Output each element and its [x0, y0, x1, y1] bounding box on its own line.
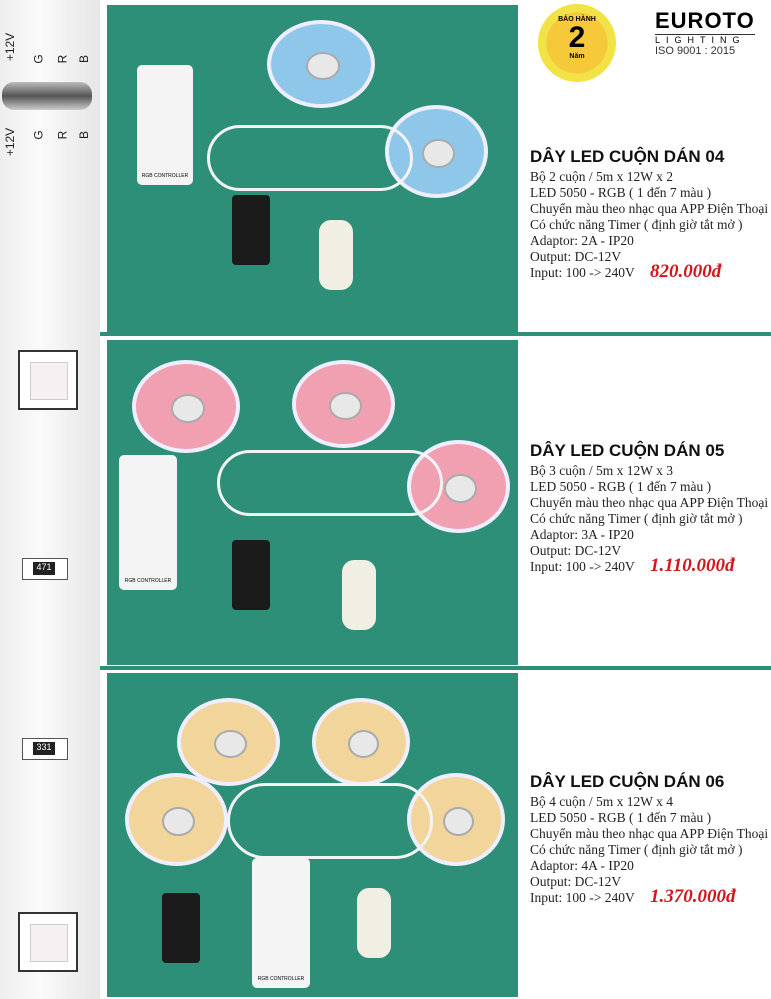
spec-line: LED 5050 - RGB ( 1 đến 7 màu ) [530, 479, 712, 494]
spec-line: Input: 100 -> 240V [530, 890, 635, 905]
label-b-2: B [77, 130, 92, 140]
cable [217, 450, 443, 516]
led-strip-image: +12V G R B +12V G R B 471 331 [0, 0, 100, 999]
spec-line: Adaptor: 3A - IP20 [530, 527, 634, 542]
led-reel [132, 360, 240, 453]
led-chip [18, 912, 78, 972]
solder-pads [2, 82, 92, 110]
label-g-2: G [31, 130, 46, 140]
led-reel [267, 20, 375, 108]
price: 1.370.000đ [650, 886, 736, 907]
led-chip [18, 350, 78, 410]
spec-line: Adaptor: 4A - IP20 [530, 858, 634, 873]
led-reel [292, 360, 395, 448]
spec-line: Có chức năng Timer ( định giờ tắt mở ) [530, 511, 743, 526]
product-image-04: RGB CONTROLLER [107, 5, 518, 332]
price: 820.000đ [650, 261, 722, 282]
product-info-04: DÂY LED CUỘN DÁN 04 Bộ 2 cuộn / 5m x 12W… [530, 147, 769, 282]
spec-line: Chuyển màu theo nhạc qua APP Điện Thoại [530, 495, 769, 510]
cable [227, 783, 433, 859]
led-reel [177, 698, 280, 786]
product-title: DÂY LED CUỘN DÁN 06 [530, 772, 725, 791]
remote-control: RGB CONTROLLER [119, 455, 177, 590]
spec-line: Có chức năng Timer ( định giờ tắt mở ) [530, 842, 743, 857]
music-controller [357, 888, 391, 958]
product-image-05: RGB CONTROLLER [107, 340, 518, 665]
spec-line: Bộ 4 cuộn / 5m x 12W x 4 [530, 794, 673, 809]
price: 1.110.000đ [650, 555, 735, 576]
spec-line: Output: DC-12V [530, 249, 622, 264]
resistor: 471 [22, 558, 68, 580]
divider [100, 666, 771, 670]
product-title: DÂY LED CUỘN DÁN 04 [530, 147, 725, 166]
spec-line: LED 5050 - RGB ( 1 đến 7 màu ) [530, 185, 712, 200]
label-12v: +12V [3, 32, 18, 62]
spec-line: Adaptor: 2A - IP20 [530, 233, 634, 248]
cable [207, 125, 413, 191]
power-adapter [162, 893, 200, 963]
led-reel [312, 698, 410, 786]
power-adapter [232, 540, 270, 610]
label-r-2: R [55, 130, 70, 140]
label-g: G [31, 54, 46, 64]
remote-control: RGB CONTROLLER [137, 65, 193, 185]
spec-line: Bộ 2 cuộn / 5m x 12W x 2 [530, 169, 673, 184]
spec-line: Chuyển màu theo nhạc qua APP Điện Thoại [530, 826, 769, 841]
product-info-06: DÂY LED CUỘN DÁN 06 Bộ 4 cuộn / 5m x 12W… [530, 772, 769, 907]
spec-line: Có chức năng Timer ( định giờ tắt mở ) [530, 217, 743, 232]
product-info-05: DÂY LED CUỘN DÁN 05 Bộ 3 cuộn / 5m x 12W… [530, 441, 769, 576]
spec-line: Output: DC-12V [530, 543, 622, 558]
spec-line: Chuyển màu theo nhạc qua APP Điện Thoại [530, 201, 769, 216]
spec-line: Input: 100 -> 240V [530, 559, 635, 574]
power-adapter [232, 195, 270, 265]
label-r: R [55, 54, 70, 64]
music-controller [319, 220, 353, 290]
product-title: DÂY LED CUỘN DÁN 05 [530, 441, 725, 460]
led-reel [125, 773, 228, 866]
spec-line: Input: 100 -> 240V [530, 265, 635, 280]
spec-line: LED 5050 - RGB ( 1 đến 7 màu ) [530, 810, 712, 825]
remote-control: RGB CONTROLLER [252, 858, 310, 988]
spec-line: Bộ 3 cuộn / 5m x 12W x 3 [530, 463, 673, 478]
resistor: 331 [22, 738, 68, 760]
music-controller [342, 560, 376, 630]
spec-line: Output: DC-12V [530, 874, 622, 889]
label-12v-2: +12V [3, 127, 18, 157]
label-b: B [77, 54, 92, 64]
product-image-06: RGB CONTROLLER [107, 673, 518, 997]
divider [100, 332, 771, 336]
